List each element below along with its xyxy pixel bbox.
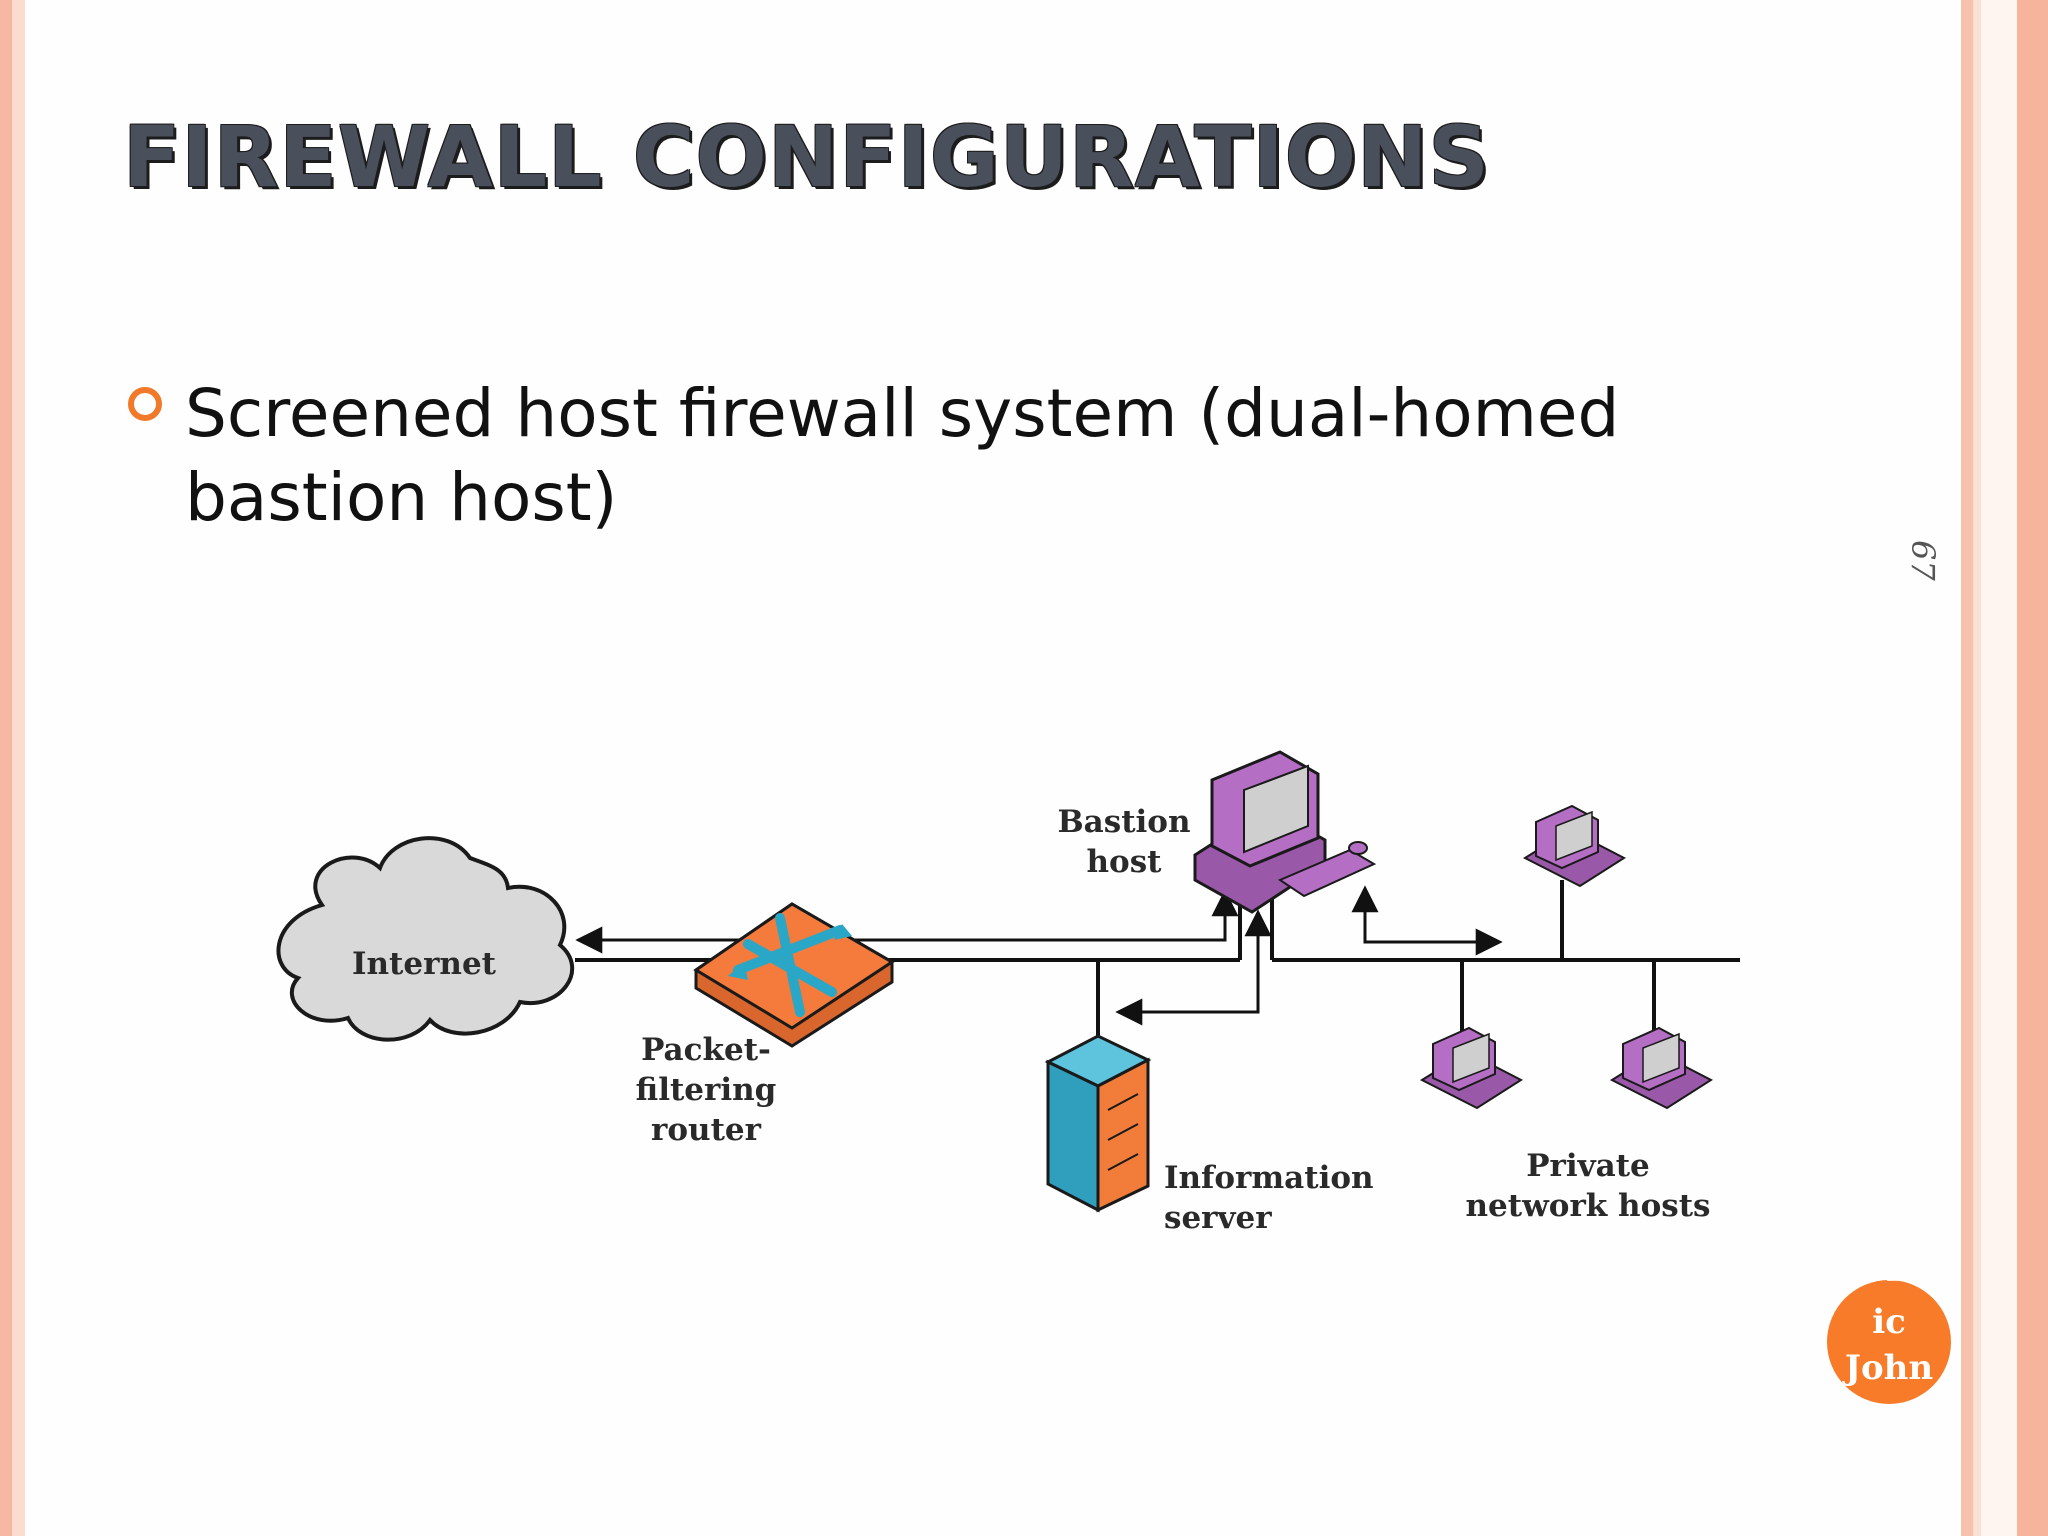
frame-left-outer — [0, 0, 12, 1536]
private-host-icon-left — [1419, 1026, 1524, 1110]
frame-right-1 — [1961, 0, 1973, 1536]
svg-text:Bastion: Bastion — [1057, 804, 1190, 840]
svg-text:Packet-: Packet- — [641, 1032, 771, 1068]
private-host-icon-right — [1609, 1026, 1714, 1110]
badge-line-2: John — [1844, 1348, 1934, 1388]
svg-text:Private: Private — [1526, 1148, 1650, 1184]
information-server-label: Information server — [1164, 1160, 1374, 1236]
arrow-bastion-to-info-server — [1115, 909, 1272, 1026]
internet-label: Internet — [352, 946, 497, 982]
bullet-ring-icon — [128, 387, 162, 421]
arrow-bastion-to-private — [1351, 885, 1503, 956]
badge-line-1: ic — [1872, 1302, 1906, 1342]
bastion-label: Bastion host — [1057, 804, 1190, 880]
author-badge: Kr ic John — [1827, 1280, 1951, 1404]
frame-right-3 — [1981, 0, 2017, 1536]
bastion-host-icon — [1193, 750, 1377, 914]
svg-text:server: server — [1164, 1200, 1272, 1236]
svg-text:Information: Information — [1164, 1160, 1374, 1196]
frame-right-4 — [2017, 0, 2048, 1536]
svg-text:filtering: filtering — [636, 1072, 777, 1108]
arrow-bastion-to-internet — [575, 889, 1239, 954]
router-label: Packet- filtering router — [636, 1032, 777, 1148]
frame-left-inner — [12, 0, 25, 1536]
svg-text:network hosts: network hosts — [1466, 1188, 1711, 1224]
private-hosts-label: Private network hosts — [1466, 1148, 1711, 1224]
internet-cloud-icon: Internet — [276, 836, 575, 1042]
badge-line-0: Kr — [1827, 1280, 1951, 1290]
private-host-icon-top — [1522, 804, 1627, 888]
svg-text:router: router — [651, 1112, 762, 1148]
bullet-text: Screened host firewall system (dual-home… — [185, 375, 1620, 536]
slide — [25, 0, 1961, 1536]
svg-text:host: host — [1087, 844, 1163, 880]
frame-right-2 — [1973, 0, 1981, 1536]
packet-filtering-router-icon — [693, 902, 895, 1048]
information-server-icon — [1044, 1034, 1152, 1213]
slide-title: FIREWALL CONFIGURATIONS — [123, 108, 1490, 206]
